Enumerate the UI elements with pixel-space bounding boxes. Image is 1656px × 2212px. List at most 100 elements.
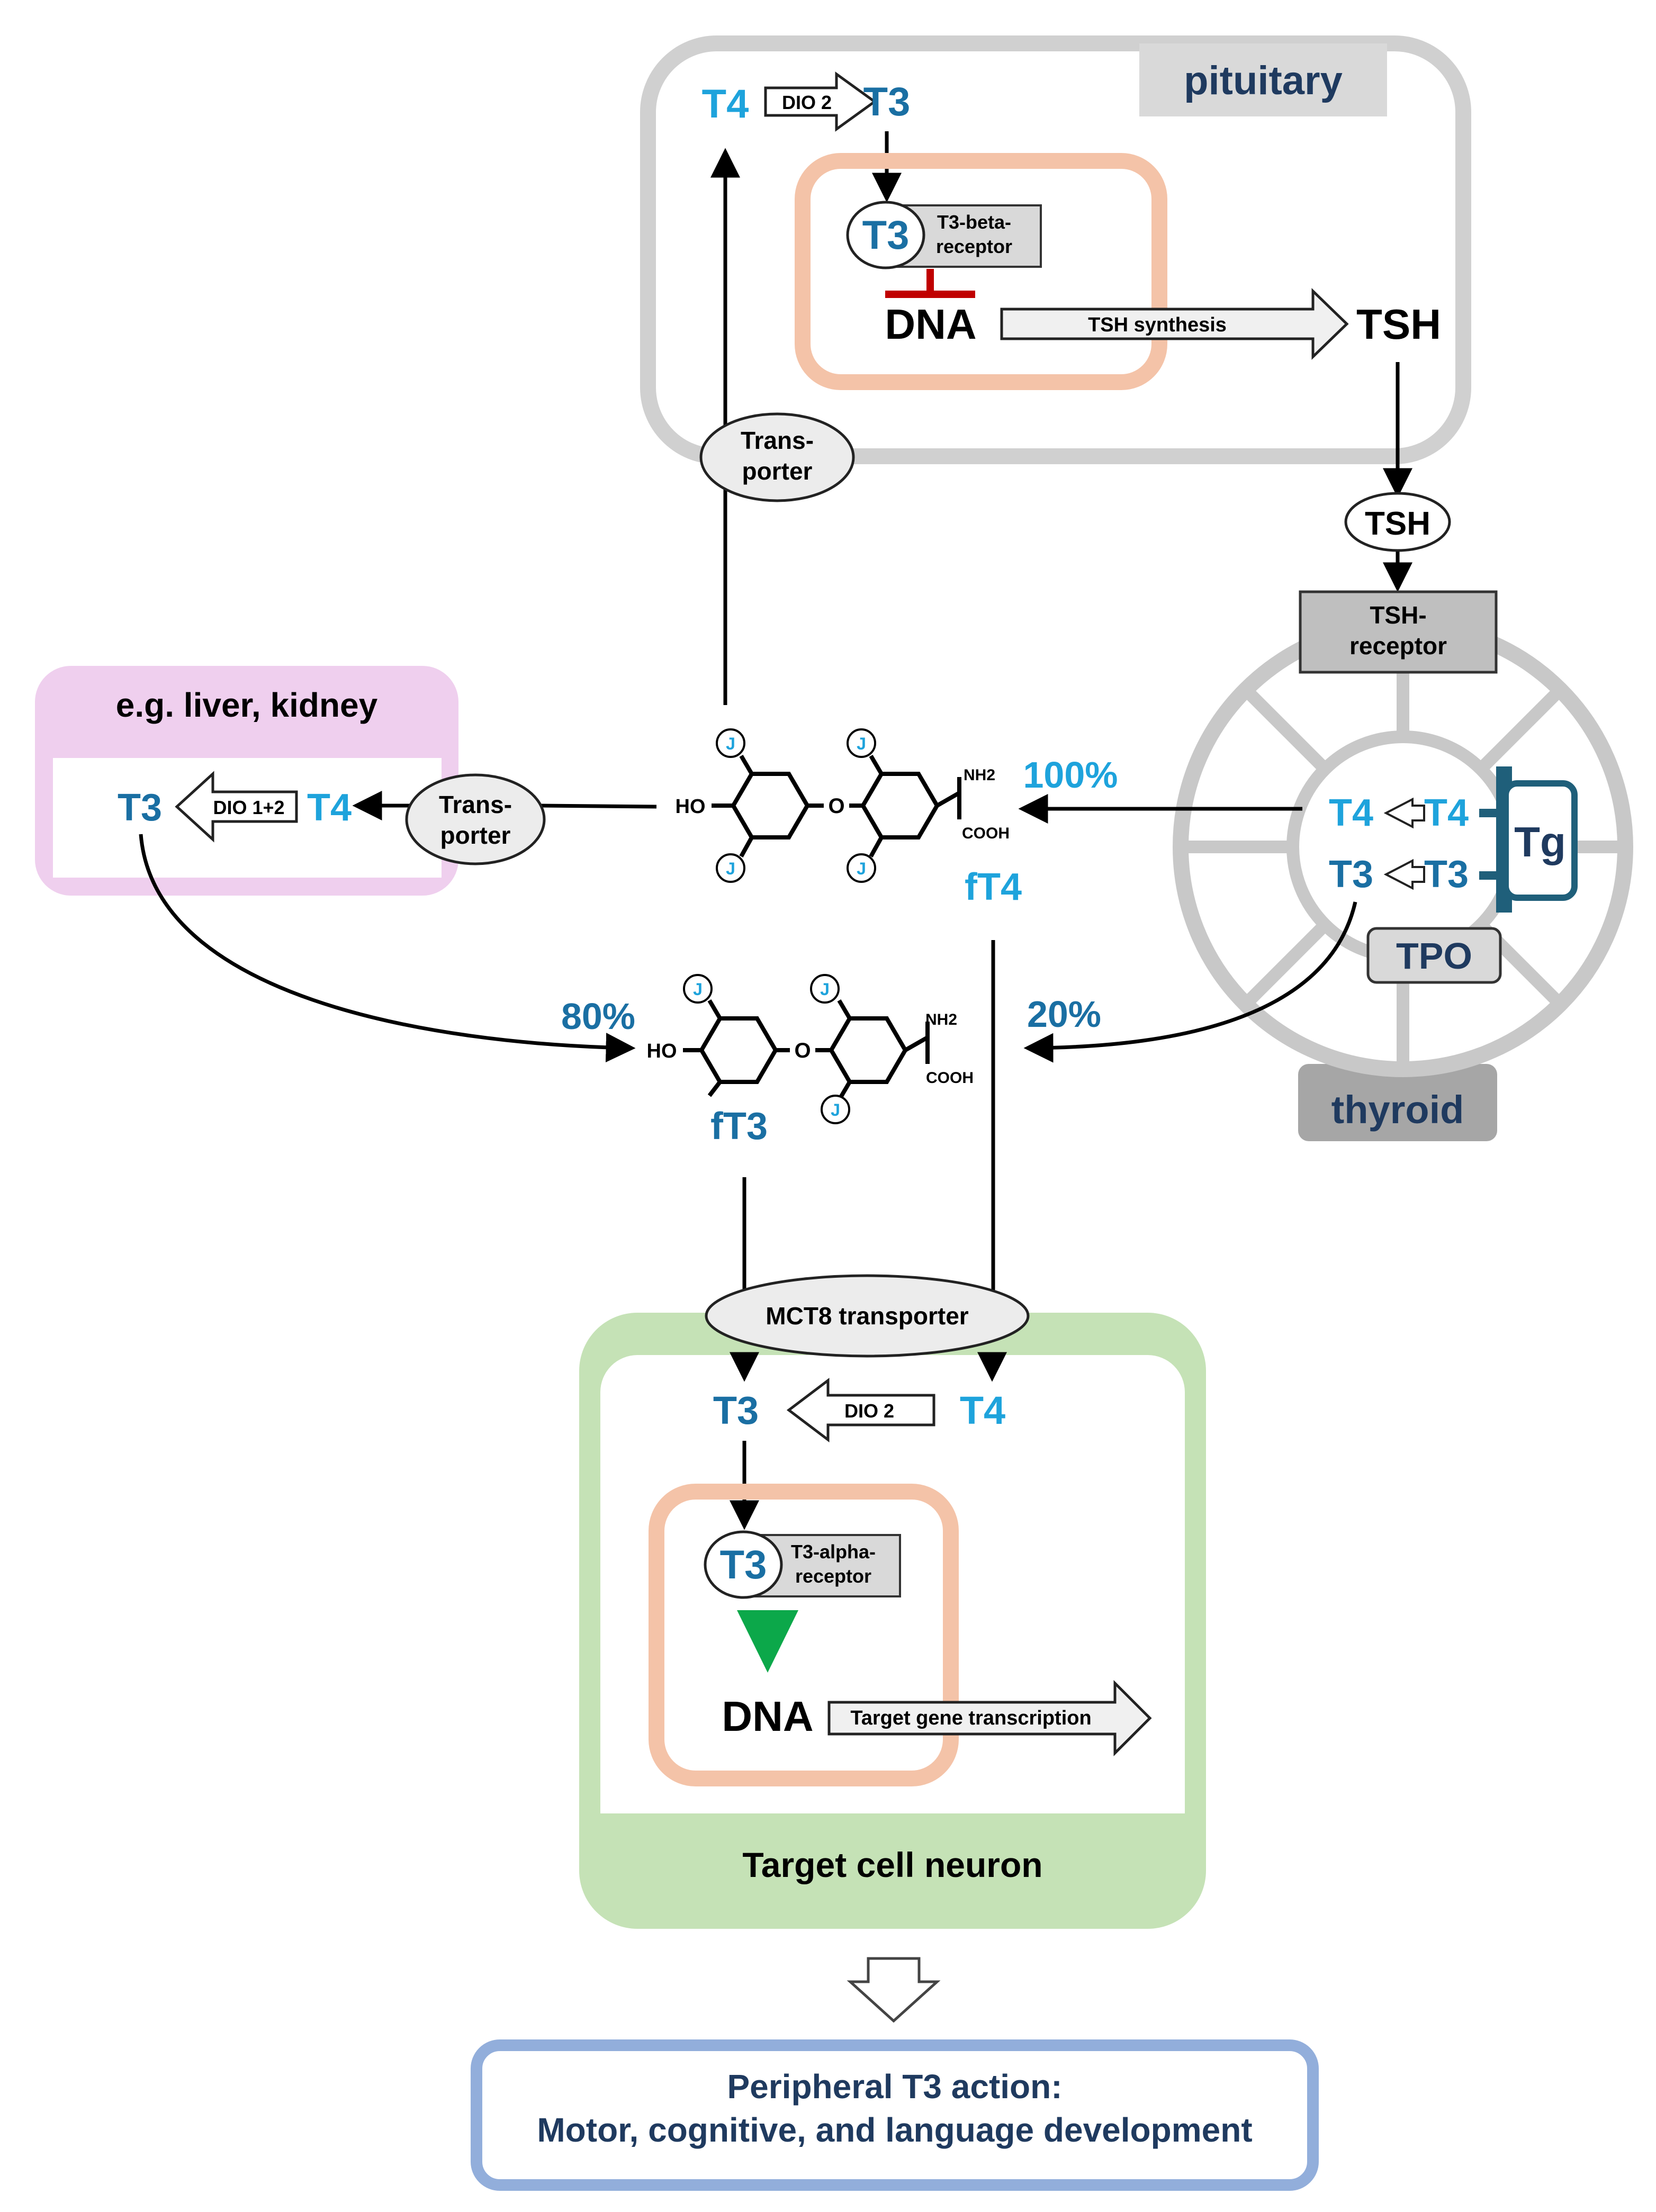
neuron-receptor-t3-oval bbox=[704, 1530, 783, 1599]
pituitary-region: pituitary T4 DIO 2 T3 T3-beta- receptor … bbox=[640, 35, 1471, 464]
pituitary-dna: DNA bbox=[885, 301, 976, 348]
neuron-dio2-arrow: DIO 2 bbox=[786, 1377, 935, 1443]
ft4-ho: HO bbox=[676, 796, 706, 818]
neuron-region: Target cell neuron bbox=[579, 1313, 1206, 1929]
ft3-label: fT3 bbox=[710, 1105, 768, 1148]
transporter-top-line1: Trans- bbox=[741, 427, 814, 454]
liver-to-ft3-curve bbox=[139, 834, 636, 1063]
transporter-left-line2: porter bbox=[440, 821, 511, 849]
liver-kidney-region: e.g. liver, kidney T3 DIO 1+2 T4 bbox=[35, 666, 458, 896]
ft4-iodine-4: J bbox=[857, 859, 866, 878]
ft4-iodine-1: J bbox=[726, 734, 735, 753]
tpo-label: TPO bbox=[1396, 935, 1472, 977]
neuron-t3: T3 bbox=[713, 1388, 759, 1432]
ft4-label: fT4 bbox=[965, 866, 1022, 908]
tsh-oval-label: TSH bbox=[1365, 505, 1430, 542]
ft4-iodine-atoms: J J J J bbox=[716, 728, 876, 883]
transporter-top: Trans- porter bbox=[699, 412, 855, 502]
percent-80: 80% bbox=[561, 996, 635, 1037]
ft3-iodine-2: J bbox=[820, 980, 830, 999]
percent-20: 20% bbox=[1027, 994, 1101, 1035]
pituitary-title: pituitary bbox=[1184, 58, 1343, 103]
t3-alpha-receptor-label-1: T3-alpha- bbox=[791, 1541, 876, 1563]
ft4-iodine-3: J bbox=[857, 734, 866, 753]
pituitary-tsh: TSH bbox=[1356, 301, 1441, 348]
ft4-ring-right bbox=[860, 772, 940, 839]
thyroid-t4-arrow bbox=[1383, 797, 1425, 829]
transporter-left: Trans- porter bbox=[405, 773, 546, 865]
pituitary-nucleus bbox=[795, 153, 1167, 390]
ft4-o: O bbox=[828, 794, 844, 818]
pituitary-receptor-t3: T3 bbox=[862, 213, 910, 258]
activation-triangle bbox=[737, 1610, 798, 1673]
percent-100: 100% bbox=[1023, 754, 1118, 796]
tsh-receptor-line1: TSH- bbox=[1370, 601, 1426, 629]
t3-beta-receptor-label-1: T3-beta- bbox=[937, 211, 1011, 233]
tsh-receptor-box bbox=[1299, 590, 1498, 674]
peripheral-line1: Peripheral T3 action: bbox=[727, 2067, 1062, 2106]
ft4-ring-left bbox=[731, 772, 810, 839]
liver-title: e.g. liver, kidney bbox=[116, 686, 378, 724]
liver-dio-arrow: DIO 1+2 bbox=[175, 771, 298, 843]
ft3-molecule bbox=[683, 999, 930, 1102]
t3-alpha-receptor-label-2: receptor bbox=[795, 1565, 871, 1587]
pituitary-t4: T4 bbox=[702, 82, 749, 127]
tsh-oval: TSH bbox=[1344, 492, 1451, 552]
pituitary-box bbox=[640, 35, 1471, 464]
thyroid-t3-b: T3 bbox=[1424, 853, 1469, 896]
liver-dio-label: DIO 1+2 bbox=[213, 797, 284, 818]
ft3-nh2: NH2 bbox=[925, 1011, 957, 1028]
peripheral-line2: Motor, cognitive, and language developme… bbox=[537, 2111, 1252, 2149]
pituitary-title-tab bbox=[1139, 43, 1387, 116]
ft4-to-liver-arrow bbox=[539, 803, 657, 809]
ft4-molecule bbox=[712, 754, 961, 857]
ft3-o: O bbox=[794, 1039, 811, 1062]
transporter-top-line2: porter bbox=[742, 457, 813, 485]
mct8-label: MCT8 transporter bbox=[766, 1302, 968, 1330]
ft3-ho: HO bbox=[647, 1040, 677, 1062]
ft4-iodine-2: J bbox=[726, 859, 735, 878]
neuron-dio2-label: DIO 2 bbox=[844, 1400, 894, 1422]
ft4-cooh: COOH bbox=[962, 825, 1010, 842]
peripheral-action-box: Peripheral T3 action: Motor, cognitive, … bbox=[471, 2039, 1319, 2191]
mct8-transporter: MCT8 transporter bbox=[705, 1274, 1030, 1358]
neuron-title: Target cell neuron bbox=[742, 1845, 1042, 1884]
tsh-synthesis-label: TSH synthesis bbox=[1088, 314, 1227, 336]
ft3-iodine-3: J bbox=[831, 1100, 840, 1119]
neuron-t4: T4 bbox=[960, 1388, 1005, 1432]
thyroglobulin: Tg bbox=[1479, 766, 1578, 913]
ft4-nh2: NH2 bbox=[964, 766, 995, 784]
neuron-receptor-t3: T3 bbox=[720, 1542, 767, 1587]
target-gene-transcription-arrow: Target gene transcription bbox=[827, 1680, 1152, 1757]
pituitary-dio2-label: DIO 2 bbox=[782, 92, 832, 113]
target-gene-transcription-label: Target gene transcription bbox=[850, 1707, 1091, 1729]
tsh-synthesis-arrow: TSH synthesis bbox=[1000, 288, 1349, 360]
neuron-dna: DNA bbox=[722, 1693, 813, 1740]
thyroid-to-ft3-curve bbox=[1023, 901, 1357, 1063]
pituitary-dio2-arrow: DIO 2 bbox=[764, 71, 877, 132]
thyroid-region: thyroid TSH- receptor T4 T4 T3 T3 Tg TPO bbox=[1173, 590, 1633, 1141]
thyroid-title: thyroid bbox=[1331, 1088, 1464, 1132]
inhibition-symbol bbox=[885, 269, 975, 298]
tg-label: Tg bbox=[1514, 818, 1566, 865]
thyroid-inner-ring bbox=[1286, 730, 1519, 963]
thyroid-t3-a: T3 bbox=[1329, 853, 1373, 896]
tpo-box bbox=[1366, 927, 1502, 984]
thyroid-t3-arrow bbox=[1383, 859, 1425, 890]
pituitary-receptor-t3-oval bbox=[846, 201, 925, 269]
thyroid-t4-a: T4 bbox=[1329, 792, 1373, 834]
tsh-receptor-line2: receptor bbox=[1349, 632, 1447, 660]
liver-t4: T4 bbox=[307, 787, 352, 829]
t3-beta-receptor-label-2: receptor bbox=[936, 236, 1012, 257]
to-peripheral-arrow bbox=[847, 1957, 941, 2023]
neuron-nucleus bbox=[649, 1484, 959, 1786]
transporter-left-line1: Trans- bbox=[439, 791, 512, 818]
thyroid-t4-b: T4 bbox=[1424, 792, 1469, 834]
liver-t3: T3 bbox=[118, 787, 162, 829]
ft3-iodine-1: J bbox=[693, 980, 703, 999]
ft3-ring-left bbox=[699, 1016, 778, 1084]
pituitary-t3: T3 bbox=[863, 79, 911, 124]
thyroid-title-tab bbox=[1298, 1064, 1497, 1141]
ft3-cooh: COOH bbox=[926, 1069, 974, 1087]
